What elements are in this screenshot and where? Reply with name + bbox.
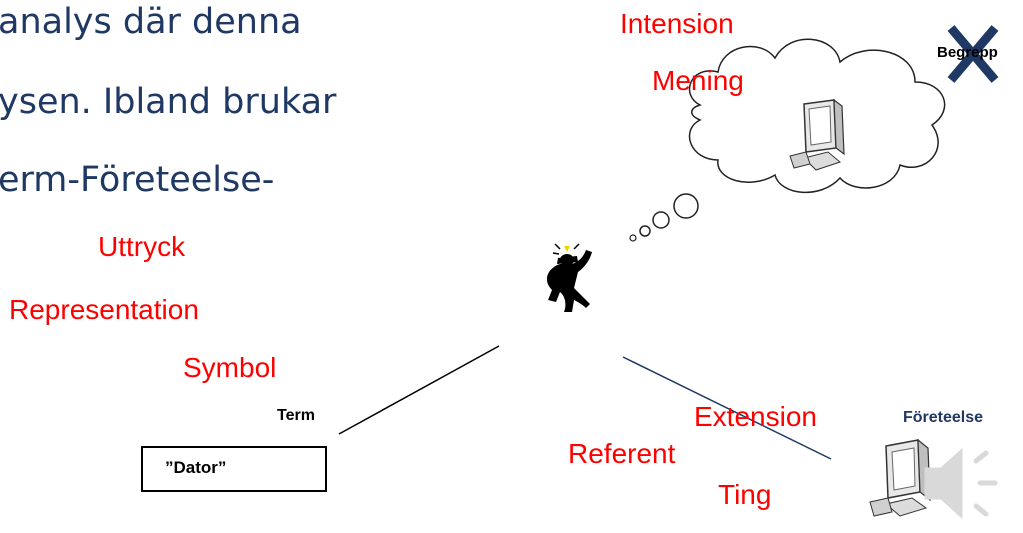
body-text-line-2: ysen. Ibland brukar [0,82,337,122]
computer-icon-foreteelse [869,438,931,517]
label-intension: Intension [620,8,734,39]
label-begrepp: Begrepp [937,44,998,61]
label-uttryck: Uttryck [98,231,186,262]
thought-bubble-tiny [629,234,637,242]
label-symbol: Symbol [183,352,277,383]
label-representation: Representation [9,294,199,325]
thinking-person-icon [546,243,592,312]
term-concept-line [338,345,500,435]
label-ting: Ting [718,479,772,510]
body-text-line-1: analys där denna [0,2,302,42]
label-referent: Referent [568,438,676,469]
term-box: ”Dator” [141,446,327,492]
label-extension: Extension [694,401,817,432]
cross-icon [947,25,999,83]
body-text-line-3: erm-Företeelse- [0,160,275,200]
label-mening: Mening [652,65,744,96]
speaker-icon[interactable] [924,447,998,520]
computer-icon [789,98,845,171]
term-box-text: ”Dator” [165,458,227,477]
label-foreteelse: Företeelse [903,409,984,426]
thought-bubble-small [639,225,651,237]
thought-bubble-medium [652,211,670,229]
thought-bubble-large [673,193,699,219]
concept-referent-line [622,356,832,460]
label-term: Term [277,407,315,424]
